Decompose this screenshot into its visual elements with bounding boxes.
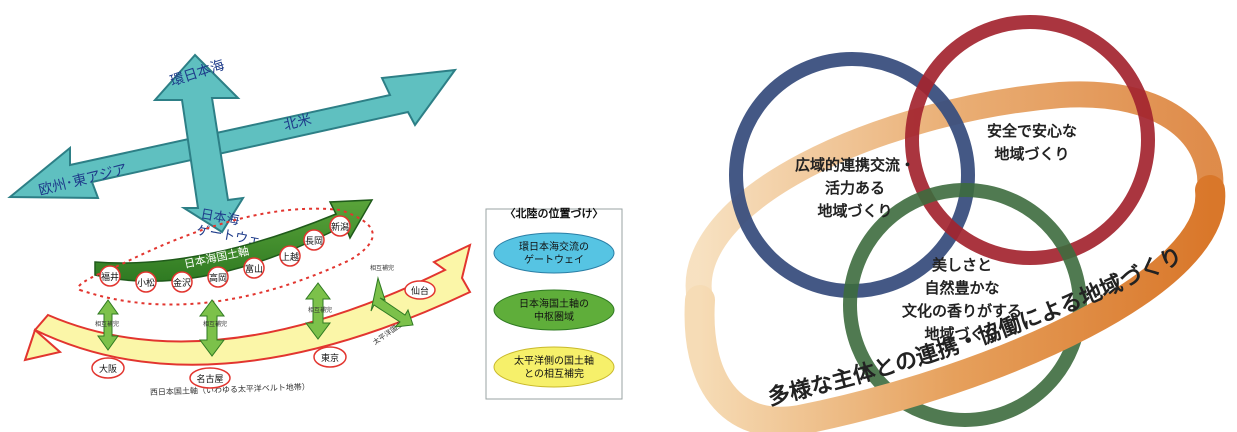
- city-kanazawa: 金沢: [171, 271, 193, 293]
- city-toyama: 富山: [243, 257, 265, 279]
- city-label: 大阪: [99, 363, 117, 375]
- link-arrow-osaka: [97, 299, 119, 351]
- city-label: 東京: [321, 352, 339, 364]
- city-nagoya: 名古屋: [189, 367, 231, 389]
- yellow-cities: 大阪 名古屋 東京 仙台: [91, 280, 436, 389]
- legend-item-line2: ゲートウェイ: [524, 254, 584, 266]
- link-arrows: [97, 276, 414, 357]
- legend-item-line1: 日本海国土軸の: [519, 297, 589, 310]
- city-takaoka: 高岡: [207, 266, 229, 288]
- arrow-label-gateway-1: 日本海: [199, 207, 240, 229]
- city-joetsu: 上越: [279, 245, 301, 267]
- link-label-2: 相互補完: [203, 320, 227, 328]
- link-arrow-tokyo: [305, 282, 331, 340]
- legend-item-hub: 日本海国土軸の 中枢圏域: [493, 289, 615, 331]
- belt-label: 西日本国土軸（いわゆる太平洋ベルト地帯）: [150, 381, 310, 397]
- legend-title: 〈北陸の位置づけ〉: [505, 206, 604, 220]
- circle-right: [905, 15, 1155, 265]
- city-osaka: 大阪: [91, 357, 125, 379]
- city-label: 長岡: [305, 236, 323, 247]
- circle-bottom-line: 地域づくり: [924, 325, 999, 343]
- circle-left-line: 地域づくり: [817, 202, 892, 220]
- city-label: 名古屋: [196, 373, 223, 385]
- city-fukui: 福井: [99, 265, 121, 287]
- gateway-arrows: [7, 53, 458, 234]
- pacific-belt-arrow: [33, 243, 472, 366]
- city-label: 金沢: [173, 277, 191, 289]
- circle-bottom-line: 美しさと: [932, 256, 992, 274]
- city-label: 小松: [137, 277, 155, 289]
- legend-item-line2: 中枢圏域: [534, 310, 574, 323]
- legend-item-line1: 環日本海交流の: [519, 240, 589, 253]
- legend-item-line2: との相互補完: [524, 367, 584, 380]
- venn-diagram: 多様な主体との連携・協働による地域づくり 広域的連携交流・ 活力ある 地域づくり…: [684, 15, 1226, 432]
- city-label: 福井: [101, 271, 119, 283]
- ring-front: [684, 175, 1226, 432]
- link-label-1: 相互補完: [95, 320, 119, 328]
- legend-item-complement: 太平洋側の国土軸 との相互補完: [493, 346, 615, 388]
- circle-left-line: 広域的連携交流・: [795, 156, 915, 174]
- circle-bottom: [843, 183, 1087, 427]
- city-niigata: 新潟: [329, 215, 351, 237]
- ring-back: [685, 81, 1224, 313]
- city-komatsu: 小松: [135, 271, 157, 293]
- north-south-arrow: [152, 53, 245, 234]
- circle-bottom-text: 美しさと 自然豊かな 文化の香りがする 地域づくり: [902, 256, 1022, 343]
- city-label: 仙台: [411, 285, 429, 297]
- green-cities: 福井 小松 金沢 高岡 富山 上越 長岡 新潟: [99, 215, 351, 293]
- arrow-label-east: 北米: [282, 112, 313, 134]
- circle-right-text: 安全で安心な 地域づくり: [987, 122, 1077, 163]
- link-arrow-nagoya: [199, 299, 225, 357]
- legend-item-line1: 太平洋側の国土軸: [514, 354, 594, 367]
- circle-right-line: 地域づくり: [994, 145, 1069, 163]
- link-label-3: 相互補完: [308, 306, 332, 314]
- pacific-belt-left-head: [23, 328, 63, 362]
- legend-item-gateway: 環日本海交流の ゲートウェイ: [493, 232, 615, 274]
- legend: 〈北陸の位置づけ〉 環日本海交流の ゲートウェイ 日本海国土軸の 中枢圏域 太平…: [485, 206, 623, 400]
- left-map: 環日本海 北米 欧州･東アジア 日本海 ゲートウェイ 西日本国土軸（いわゆる太平…: [7, 53, 472, 397]
- circle-bottom-line: 文化の香りがする: [902, 302, 1022, 320]
- city-label: 富山: [245, 263, 263, 275]
- circle-right-line: 安全で安心な: [987, 122, 1077, 140]
- city-sendai: 仙台: [404, 280, 436, 300]
- circle-left-text: 広域的連携交流・ 活力ある 地域づくり: [795, 156, 915, 220]
- city-tokyo: 東京: [313, 346, 347, 368]
- city-label: 新潟: [331, 221, 349, 233]
- city-label: 上越: [281, 251, 299, 263]
- city-label: 高岡: [209, 272, 227, 284]
- west-east-arrow: [7, 68, 458, 200]
- circle-left-line: 活力ある: [825, 179, 885, 197]
- link-arrow-sendai: [370, 276, 414, 328]
- link-label-4: 相互補完: [370, 264, 394, 272]
- circle-bottom-line: 自然豊かな: [924, 279, 999, 297]
- city-nagaoka: 長岡: [303, 229, 325, 251]
